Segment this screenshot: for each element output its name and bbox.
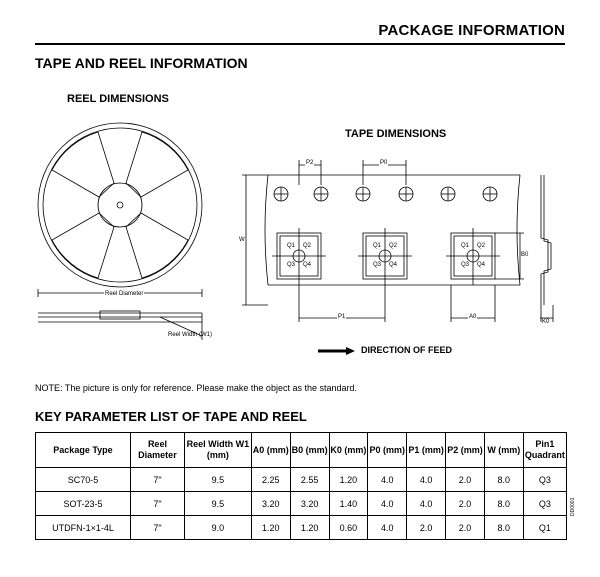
quadrant-label: Q2: [477, 243, 486, 249]
quadrant-label: Q3: [461, 262, 470, 268]
table-cell: 1.20: [328, 467, 369, 492]
reel-width-label: Reel Width (W1): [168, 332, 213, 338]
document-side-code: DD0001: [570, 497, 576, 516]
quadrant-label: Q1: [287, 243, 296, 249]
table-cell: SC70-5: [35, 467, 131, 492]
table-cell: Q3: [522, 467, 568, 492]
table-cell: 0.60: [328, 515, 369, 540]
dim-label-p1: P1: [337, 314, 347, 320]
table-cell: 9.5: [183, 491, 252, 516]
table-cell: 2.0: [445, 491, 485, 516]
page-header-title: PACKAGE INFORMATION: [378, 22, 565, 39]
reel-diameter-label: Reel Diameter: [104, 291, 145, 297]
table-cell: 1.40: [328, 491, 369, 516]
dim-label-p0: P0: [379, 160, 389, 166]
dim-label-k0: K0: [542, 319, 550, 325]
table-cell: 8.0: [483, 467, 524, 492]
table-row: SOT-23-5 7" 9.5 3.20 3.20 1.40 4.0 4.0 2…: [35, 491, 568, 516]
direction-of-feed-label: DIRECTION OF FEED: [361, 345, 453, 355]
table-header-row: Package Type Reel Diameter Reel Width W1…: [35, 432, 568, 468]
table-cell: SOT-23-5: [35, 491, 131, 516]
table-cell: Q1: [522, 515, 568, 540]
table-cell: 2.0: [406, 515, 447, 540]
header-a0: A0 (mm): [250, 432, 291, 468]
table-cell: 4.0: [367, 467, 408, 492]
quadrant-label: Q1: [461, 243, 470, 249]
table-cell: 2.0: [445, 467, 485, 492]
quadrant-label: Q4: [303, 262, 312, 268]
table-cell: UTDFN-1×1-4L: [35, 515, 131, 540]
header-p0: P0 (mm): [367, 432, 408, 468]
quadrant-label: Q3: [287, 262, 296, 268]
section-title: TAPE AND REEL INFORMATION: [35, 55, 248, 71]
table-row: SC70-5 7" 9.5 2.25 2.55 1.20 4.0 4.0 2.0…: [35, 467, 568, 492]
table-cell: 3.20: [289, 491, 330, 516]
table-cell: 7": [129, 467, 185, 492]
table-cell: 2.55: [289, 467, 330, 492]
table-cell: 1.20: [250, 515, 291, 540]
reel-dimensions-title: REEL DIMENSIONS: [67, 93, 169, 105]
table-cell: 7": [129, 515, 185, 540]
dim-label-b0: B0: [521, 252, 529, 258]
header-rule: [35, 43, 565, 45]
header-p2: P2 (mm): [445, 432, 485, 468]
header-pin1-quadrant: Pin1 Quadrant: [522, 432, 568, 468]
header-package-type: Package Type: [35, 432, 131, 468]
tape-dimensions-title: TAPE DIMENSIONS: [345, 128, 447, 140]
table-cell: 4.0: [406, 467, 447, 492]
reference-note: NOTE: The picture is only for reference.…: [35, 383, 357, 393]
key-parameter-table: Package Type Reel Diameter Reel Width W1…: [35, 432, 568, 540]
table-cell: 7": [129, 491, 185, 516]
table-cell: Q3: [522, 491, 568, 516]
table-cell: 2.0: [445, 515, 485, 540]
header-w: W (mm): [483, 432, 524, 468]
quadrant-label: Q4: [389, 262, 398, 268]
table-cell: 9.0: [183, 515, 252, 540]
table-cell: 3.20: [250, 491, 291, 516]
table-cell: 8.0: [483, 515, 524, 540]
key-parameter-title: KEY PARAMETER LIST OF TAPE AND REEL: [35, 409, 307, 424]
table-cell: 4.0: [367, 491, 408, 516]
dim-label-p2: P2: [305, 160, 315, 166]
table-cell: 8.0: [483, 491, 524, 516]
table-row: UTDFN-1×1-4L 7" 9.0 1.20 1.20 0.60 4.0 2…: [35, 515, 568, 540]
table-cell: 4.0: [367, 515, 408, 540]
header-reel-diameter: Reel Diameter: [129, 432, 185, 468]
quadrant-label: Q4: [477, 262, 486, 268]
quadrant-label: Q2: [303, 243, 312, 249]
header-b0: B0 (mm): [289, 432, 330, 468]
header-p1: P1 (mm): [406, 432, 447, 468]
header-reel-width: Reel Width W1 (mm): [183, 432, 252, 468]
header-k0: K0 (mm): [328, 432, 369, 468]
table-cell: 9.5: [183, 467, 252, 492]
table-cell: 1.20: [289, 515, 330, 540]
quadrant-label: Q1: [373, 243, 382, 249]
dim-label-w: W: [239, 236, 245, 244]
quadrant-label: Q2: [389, 243, 398, 249]
table-cell: 2.25: [250, 467, 291, 492]
table-cell: 4.0: [406, 491, 447, 516]
quadrant-label: Q3: [373, 262, 382, 268]
dim-label-a0: A0: [468, 314, 478, 320]
